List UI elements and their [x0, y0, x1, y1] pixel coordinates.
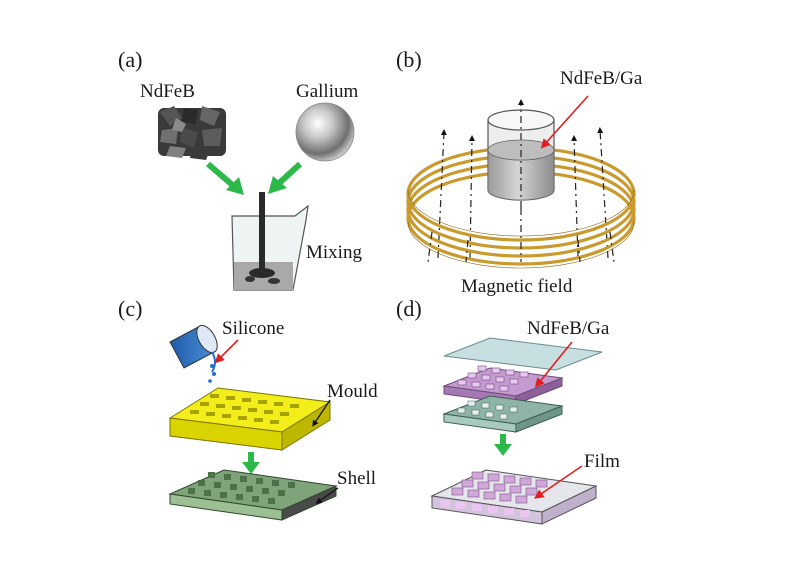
green-arrow-down-c [242, 452, 260, 474]
gallium-label: Gallium [296, 81, 358, 102]
panel-b: (b) NdFeB/Ga [396, 47, 643, 297]
silicone-pointer-arrow [214, 339, 239, 364]
filler-label: NdFeB/Ga [527, 318, 610, 339]
mixing-label: Mixing [306, 242, 362, 263]
gallium-ball-icon [295, 102, 355, 162]
coil-outline [407, 189, 635, 269]
sample-pointer-arrow [540, 95, 589, 149]
mould-icon [168, 387, 332, 451]
ndfeb-powder-icon [158, 106, 226, 160]
ndfeb-label: NdFeB [140, 81, 195, 102]
ndfeb-ga-filler-layer [442, 365, 564, 405]
silicone-label: Silicone [222, 318, 284, 339]
mixing-beaker-icon [231, 192, 309, 291]
shell-pointer-arrow [315, 487, 339, 504]
green-arrow-left [206, 161, 244, 195]
green-arrow-down-d [494, 434, 512, 456]
shell-label: Shell [337, 468, 376, 489]
film-pointer-arrow [534, 465, 583, 499]
top-cover-sheet [443, 337, 603, 371]
mould-label: Mould [327, 381, 378, 402]
magnetic-field-lines [437, 127, 609, 259]
panel-c: (c) Silicone Mould [118, 296, 378, 521]
panel-d: (d) NdFeB/Ga [396, 296, 620, 525]
ndfeb-ga-cylinder-icon [487, 99, 555, 208]
sample-label: NdFeB/Ga [560, 68, 643, 89]
filler-pointer-arrow [534, 341, 573, 388]
mould-pointer-arrow [312, 399, 331, 427]
film-icon [430, 469, 598, 525]
coil-front [406, 193, 636, 266]
film-label: Film [584, 451, 620, 472]
panel-a-label: (a) [118, 47, 142, 72]
shell-icon [168, 469, 338, 521]
panel-d-label: (d) [396, 296, 422, 321]
silicone-cup-icon [169, 324, 218, 383]
field-lines-lower [427, 208, 615, 263]
panel-b-label: (b) [396, 47, 422, 72]
panel-a: (a) NdFeB Gallium [118, 47, 362, 291]
panel-c-label: (c) [118, 296, 142, 321]
shell-base-layer [442, 395, 564, 433]
green-arrow-right [268, 161, 303, 194]
magnetic-field-label: Magnetic field [461, 276, 573, 297]
